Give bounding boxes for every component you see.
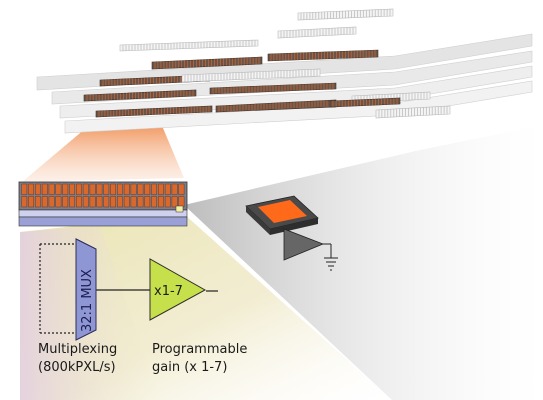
sensor-strip-7 <box>181 68 321 83</box>
pixel <box>151 196 157 208</box>
sensor-strip-2 <box>277 26 357 39</box>
pixel <box>123 196 130 208</box>
multiplexing-caption-line2: (800kPXL/s) <box>38 360 116 375</box>
pixel <box>178 183 185 195</box>
sensor-strip-4 <box>151 56 263 70</box>
pixel <box>89 183 96 195</box>
gain-caption-line1: Programmable <box>152 342 248 357</box>
pixel <box>28 196 34 208</box>
pixel <box>96 196 103 208</box>
pixel <box>117 183 123 195</box>
pixel <box>123 183 130 195</box>
pixel <box>110 183 116 195</box>
pixel <box>158 196 164 208</box>
ground-icon <box>324 244 338 271</box>
sensor-strip-3 <box>297 8 394 21</box>
pixel <box>21 196 28 208</box>
multiplexing-caption-line1: Multiplexing <box>38 342 118 357</box>
mux-label: 32:1 MUX <box>80 269 95 332</box>
sensor-strip-5 <box>267 49 379 62</box>
pixel-readout-chip <box>18 181 188 227</box>
pixel <box>41 183 48 195</box>
pixel <box>158 183 164 195</box>
pixel <box>103 183 110 195</box>
amplifier-gain-label: x1-7 <box>154 284 183 299</box>
pixel <box>82 196 89 208</box>
pixel <box>110 196 116 208</box>
pixel <box>171 183 178 195</box>
sensor-strip-1 <box>119 39 259 52</box>
pixel <box>151 183 157 195</box>
pixel <box>137 196 144 208</box>
pixel <box>164 183 171 195</box>
sensor-strip-13 <box>329 97 401 108</box>
pixel <box>130 183 137 195</box>
signal-wires <box>39 243 218 334</box>
pixel <box>48 183 55 195</box>
pixel <box>82 183 89 195</box>
pixel <box>41 196 48 208</box>
sensor-strip-14 <box>375 105 451 119</box>
detector-chip-icon <box>245 195 319 235</box>
pixel <box>96 183 103 195</box>
pixel <box>55 196 62 208</box>
sensor-strip-8 <box>83 89 197 102</box>
preamp-symbol <box>283 228 331 261</box>
sensor-strip-12 <box>215 99 337 113</box>
pixel <box>130 196 137 208</box>
pixel <box>137 183 144 195</box>
amplifier: x1-7 <box>149 258 207 321</box>
pixel <box>76 183 82 195</box>
pixel <box>69 183 75 195</box>
pixel <box>76 196 82 208</box>
pixel <box>35 196 41 208</box>
pixel <box>28 183 34 195</box>
zoom-beam <box>22 121 184 182</box>
pixel <box>62 183 69 195</box>
pixel <box>89 196 96 208</box>
pixel <box>117 196 123 208</box>
pixel <box>144 183 151 195</box>
pixel <box>35 183 41 195</box>
pixel <box>55 183 62 195</box>
pixel <box>48 196 55 208</box>
sensor-strip-9 <box>209 82 337 95</box>
grey-projection <box>184 125 543 400</box>
gain-caption-line2: gain (x 1-7) <box>152 360 228 375</box>
pixel-row <box>21 183 185 208</box>
pixel <box>144 196 151 208</box>
pixel <box>178 196 185 208</box>
sensor-strips <box>83 8 451 119</box>
pixel <box>103 196 110 208</box>
pixel <box>171 196 178 208</box>
pixel <box>21 183 28 195</box>
mux-block: 32:1 MUX <box>75 238 97 341</box>
pixel <box>69 196 75 208</box>
pixel <box>62 196 69 208</box>
detector-module-stack <box>36 33 533 134</box>
sensor-strip-11 <box>95 105 213 118</box>
pixel <box>164 196 171 208</box>
